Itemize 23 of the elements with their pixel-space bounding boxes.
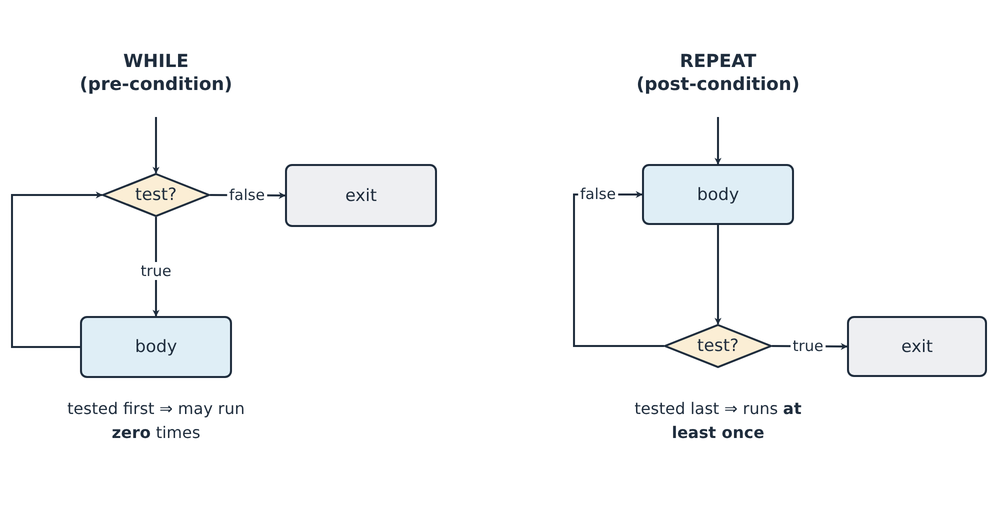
terminal-box	[285, 164, 437, 227]
process-box	[80, 316, 232, 378]
arrow	[714, 117, 722, 165]
node-label: test?	[697, 336, 739, 356]
decision-diamond	[664, 324, 772, 368]
heading: (pre-condition)	[78, 73, 234, 96]
arrow	[11, 192, 103, 348]
node-label: exit	[901, 336, 933, 356]
process-box	[642, 164, 794, 225]
note: tested last ⇒ runs at least once	[634, 398, 802, 444]
terminal-box	[847, 316, 987, 377]
note: tested first ⇒ may run zero times	[66, 398, 246, 444]
node-label: exit	[345, 186, 377, 206]
node-label: test?	[135, 185, 177, 205]
heading: (post-condition)	[635, 73, 801, 96]
decision-diamond	[102, 173, 210, 217]
heading: WHILE	[122, 50, 190, 73]
arrow	[152, 117, 160, 174]
edge-label: true	[138, 262, 174, 280]
arrow	[714, 225, 722, 325]
node-label: body	[696, 184, 740, 204]
node-label: body	[134, 337, 178, 357]
heading: REPEAT	[678, 50, 758, 73]
